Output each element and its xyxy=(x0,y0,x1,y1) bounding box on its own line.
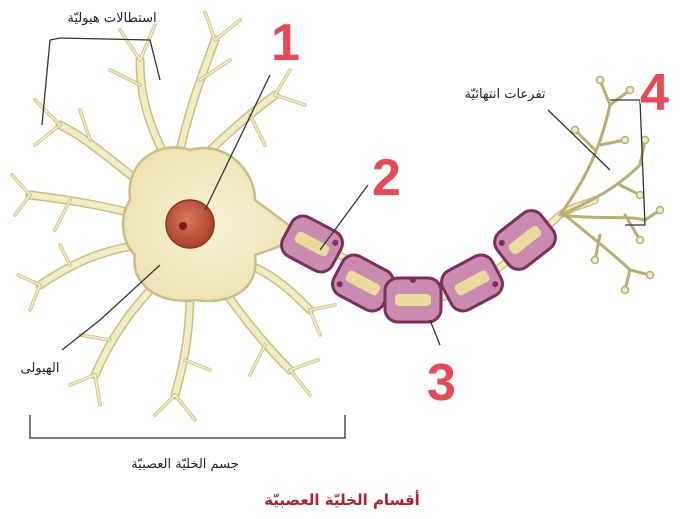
cytoplasm-label: الهيولى xyxy=(21,361,60,376)
diagram-caption: أقسام الخليّة العصبيّة xyxy=(264,490,420,509)
dendrites-label: استطالات هيوليّة xyxy=(67,11,156,26)
number-1-label: 1 xyxy=(271,14,300,72)
nucleolus xyxy=(179,222,187,230)
myelin-sheaths xyxy=(277,205,561,322)
number-2-label: 2 xyxy=(372,149,401,207)
cell-body-bracket xyxy=(30,415,345,438)
terminal-branches-label: تفرعات انتهائيّة xyxy=(464,87,545,102)
number-4-label: 4 xyxy=(640,64,669,122)
cell-body-label: جسم الخليّة العصبيّة xyxy=(131,457,239,472)
number-3-label: 3 xyxy=(427,354,456,412)
